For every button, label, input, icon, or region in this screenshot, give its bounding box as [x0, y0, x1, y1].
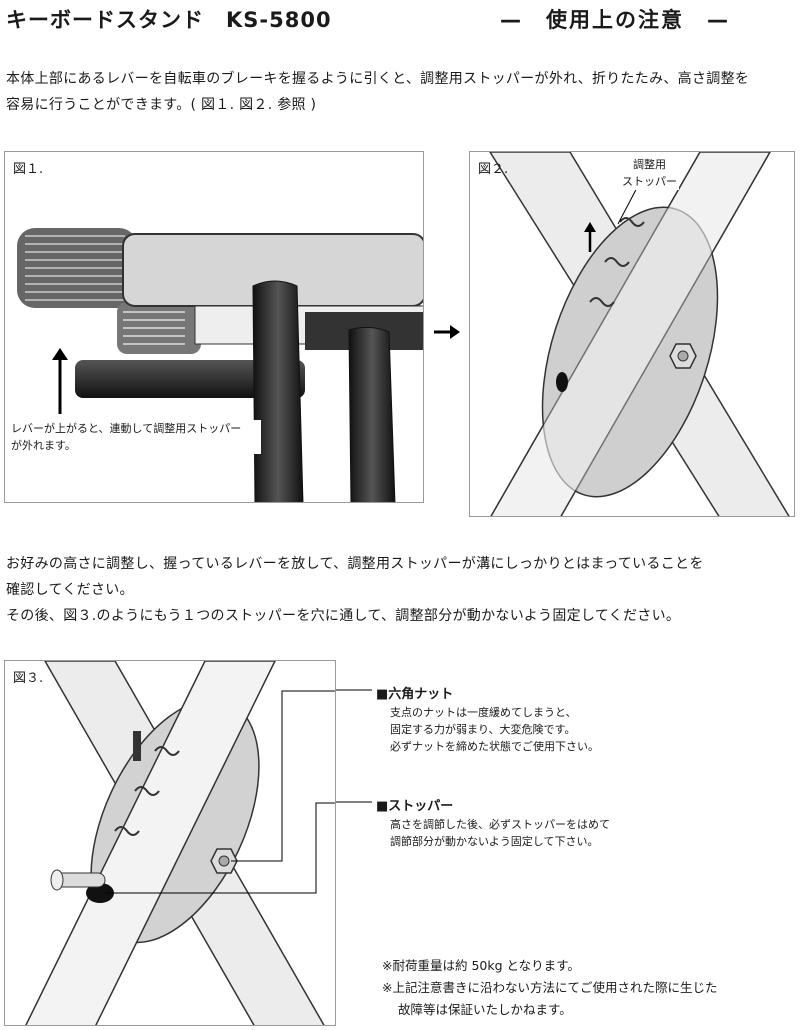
figure-3-illustration: [25, 661, 335, 1025]
warranty-note-line-1: ※上記注意書きに沿わない方法にてご使用された際に生じた: [382, 980, 718, 995]
intro-text: 本体上部にあるレバーを自転車のブレーキを握るように引くと、調整用ストッパーが外れ…: [6, 66, 796, 118]
page-subtitle: — 使用上の注意 —: [500, 8, 730, 32]
figure-2-illustration: [489, 152, 790, 516]
lever-shape: [75, 360, 305, 398]
note-stopper-heading: ■ストッパー: [376, 799, 454, 814]
figure-3-label: 図３.: [13, 671, 44, 686]
right-arrow-icon: [434, 325, 460, 339]
instructions-text: お好みの高さに調整し、握っているレバーを放して、調整用ストッパーが溝にしっかりと…: [6, 551, 796, 629]
note-hex-nut-line-3: 必ずナットを締めた状態でご使用下さい。: [390, 740, 599, 753]
page-title: キーボードスタンド KS-5800: [6, 8, 332, 32]
warranty-note-line-2: 故障等は保証いたしかねます。: [398, 1002, 572, 1017]
intro-line-1: 本体上部にあるレバーを自転車のブレーキを握るように引くと、調整用ストッパーが外れ…: [6, 71, 750, 87]
note-hex-nut: ■六角ナット 支点のナットは一度緩めてしまうと、 固定する力が弱まり、大変危険で…: [376, 683, 786, 755]
figure-1-label: 図１.: [13, 162, 44, 177]
instructions-line-1: お好みの高さに調整し、握っているレバーを放して、調整用ストッパーが溝にしっかりと…: [6, 556, 704, 572]
stopper-pin-shape: [133, 731, 141, 761]
intro-line-2: 容易に行うことができます。( 図１. 図２. 参照 ): [6, 97, 317, 113]
note-stopper-line-1: 高さを調節した後、必ずストッパーをはめて: [390, 818, 610, 831]
note-hex-nut-body: 支点のナットは一度緩めてしまうと、 固定する力が弱まり、大変危険です。 必ずナッ…: [390, 704, 786, 755]
note-stopper: ■ストッパー 高さを調節した後、必ずストッパーをはめて 調節部分が動かないよう固…: [376, 795, 786, 850]
figure-3: 図３.: [4, 660, 336, 1026]
figure-2: 図２. 調整用 ストッパー: [469, 151, 795, 517]
note-hex-nut-line-2: 固定する力が弱まり、大変危険です。: [390, 723, 576, 736]
left-leg-shape: [252, 280, 304, 502]
figure-2-callout-line-2: ストッパー: [622, 175, 677, 188]
figure-1: 図１.: [4, 151, 424, 503]
figure-1-caption-line-1: レバーが上がると、連動して調整用ストッパー: [11, 422, 242, 435]
up-arrow-icon: [52, 348, 68, 360]
hole-shape: [556, 372, 568, 392]
figure-1-caption: レバーが上がると、連動して調整用ストッパー が外れます。: [11, 420, 261, 454]
note-stopper-body: 高さを調節した後、必ずストッパーをはめて 調節部分が動かないよう固定して下さい。: [390, 816, 786, 850]
right-leg-shape: [348, 326, 396, 502]
tube-d-shape: [25, 661, 276, 1025]
instructions-line-3: その後、図３.のようにもう１つのストッパーを穴に通して、調整部分が動かないよう固…: [6, 608, 681, 624]
figure-1-illustration: [17, 228, 423, 502]
note-hex-nut-line-1: 支点のナットは一度緩めてしまうと、: [390, 706, 577, 719]
stopper-arrow-icon: [584, 222, 596, 232]
note-hex-nut-heading: ■六角ナット: [376, 687, 454, 702]
figure-2-callout-line-1: 調整用: [633, 158, 666, 171]
load-capacity-note: ※耐荷重量は約 50kg となります。: [382, 958, 580, 973]
instructions-line-2: 確認してください。: [6, 582, 134, 598]
figure-2-label: 図２.: [478, 162, 509, 177]
footer-notes: ※耐荷重量は約 50kg となります。 ※上記注意書きに沿わない方法にてご使用さ…: [382, 955, 796, 1021]
note-stopper-line-2: 調節部分が動かないよう固定して下さい。: [390, 835, 599, 848]
figure-1-caption-line-2: が外れます。: [11, 439, 76, 452]
leader-lines: [336, 689, 372, 803]
figure-2-callout: 調整用 ストッパー: [620, 156, 679, 190]
